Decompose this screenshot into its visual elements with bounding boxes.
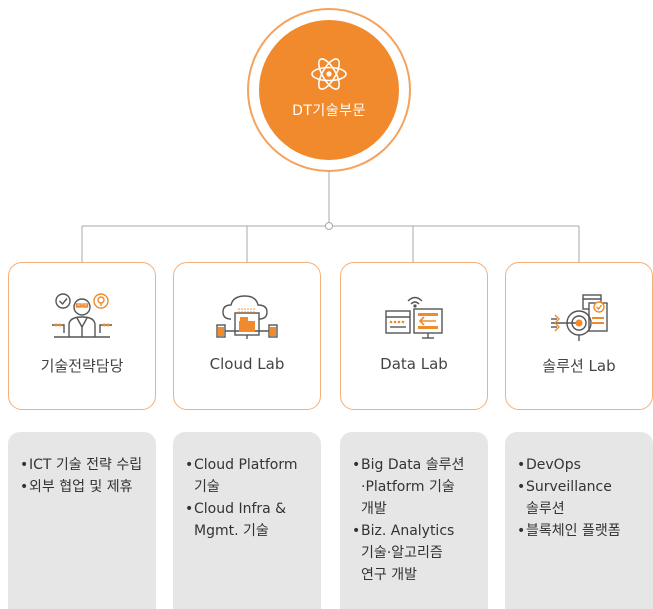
desc-card-solution: DevOps Surveillance 솔루션 블록체인 플랫폼 [505,432,653,609]
list-item: 외부 협업 및 제휴 [20,476,150,498]
list-item: DevOps [517,454,647,476]
list-item: Big Data 솔루션 ·Platform 기술 개발 [352,454,482,520]
lab-card-solution: 솔루션 Lab [505,262,653,410]
target-solution-icon [551,294,608,341]
root-title: DT기술부문 [292,103,366,119]
list-item: 블록체인 플랫폼 [517,520,647,542]
root-node: DT기술부문 [259,20,399,160]
list-item: Surveillance 솔루션 [517,476,647,520]
desc-list: Big Data 솔루션 ·Platform 기술 개발 Biz. Analyt… [352,454,482,586]
desc-card-strategy: ICT 기술 전략 수립 외부 협업 및 제휴 [8,432,156,609]
lab-card-data: Data Lab [340,262,488,410]
desc-list: ICT 기술 전략 수립 외부 협업 및 제휴 [20,454,150,498]
desc-list: DevOps Surveillance 솔루션 블록체인 플랫폼 [517,454,647,542]
data-monitor-icon [385,296,443,339]
lab-card-cloud: Cloud Lab [173,262,321,410]
lab-card-strategy: 기술전략담당 [8,262,156,410]
strategy-people-icon [52,293,112,338]
lab-name: 기술전략담당 [40,357,124,375]
list-item: Cloud Platform 기술 [185,454,315,498]
list-item: Cloud Infra & Mgmt. 기술 [185,498,315,542]
desc-card-data: Big Data 솔루션 ·Platform 기술 개발 Biz. Analyt… [340,432,488,609]
list-item: Biz. Analytics 기술·알고리즘 연구 개발 [352,520,482,586]
list-item: ICT 기술 전략 수립 [20,454,150,476]
lab-name: 솔루션 Lab [542,357,616,375]
desc-card-cloud: Cloud Platform 기술 Cloud Infra & Mgmt. 기술 [173,432,321,609]
lab-name: Cloud Lab [209,355,285,373]
cloud-server-icon [216,295,278,339]
atom-icon [311,58,347,90]
desc-list: Cloud Platform 기술 Cloud Infra & Mgmt. 기술 [185,454,315,542]
lab-name: Data Lab [380,355,448,373]
